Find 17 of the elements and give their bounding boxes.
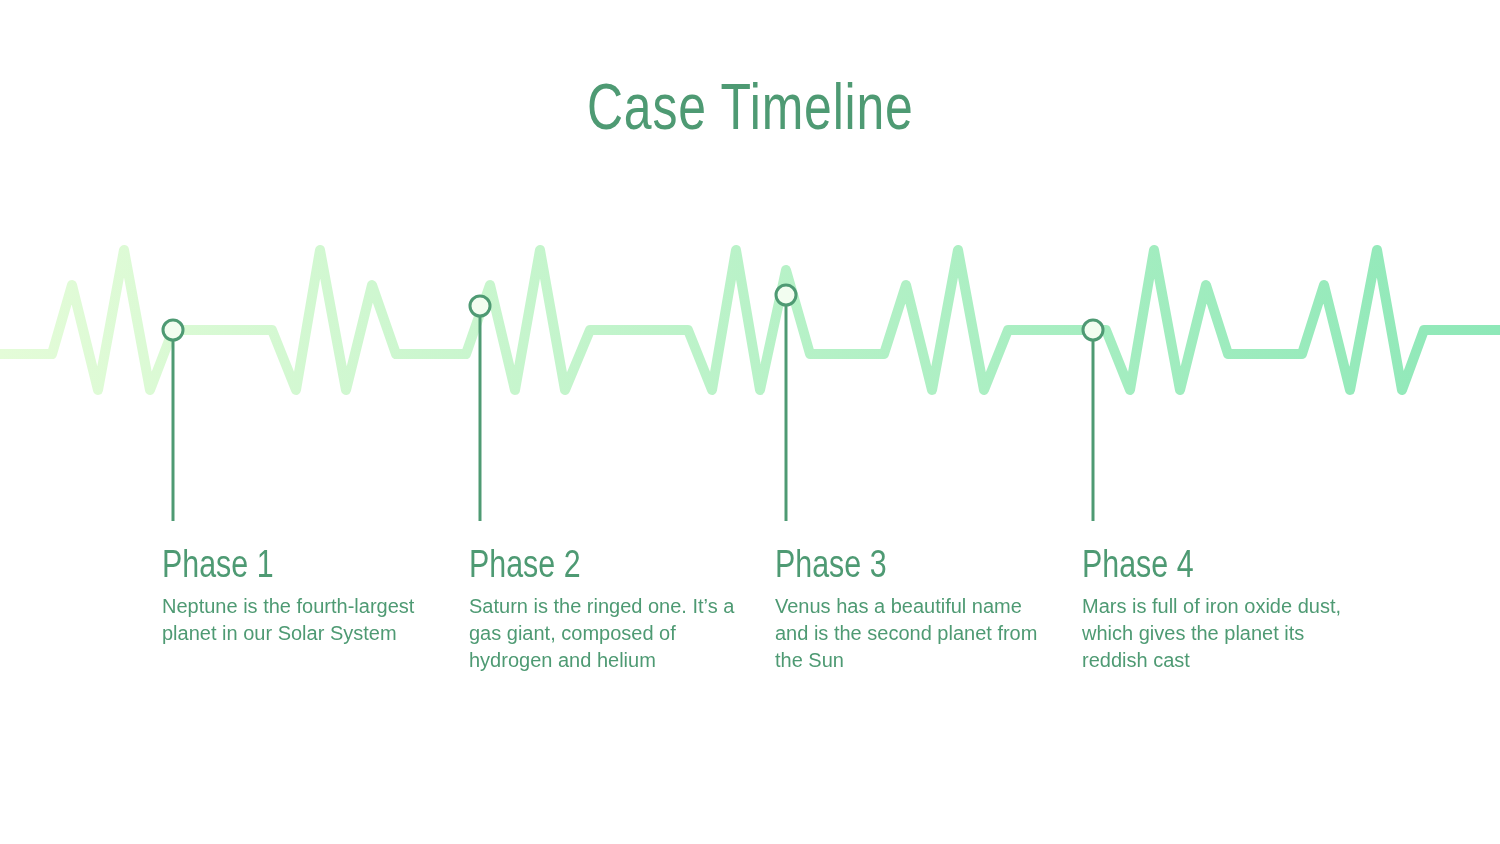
leader-line (1091, 340, 1095, 521)
phase-heading: Phase 3 (775, 542, 887, 587)
phase-description: Venus has a beautiful name and is the second planet from the Sun (775, 594, 1039, 673)
phase-description: Neptune is the fourth-largest planet in our Solar System (162, 594, 416, 646)
leader-line (171, 340, 175, 521)
phase-heading: Phase 1 (162, 542, 274, 587)
timeline-marker (1080, 317, 1106, 343)
leader-line (784, 305, 788, 521)
phase-description: Mars is full of iron oxide dust, which gives the planet its reddish cast (1082, 594, 1342, 673)
leader-line (478, 316, 482, 521)
phase-heading: Phase 2 (469, 542, 581, 587)
timeline-marker (773, 282, 799, 308)
phase-description: Saturn is the ringed one. It’s a gas giant, composed of hydrogen and helium (469, 594, 736, 673)
slide-title: Case Timeline (586, 70, 914, 144)
phase-heading: Phase 4 (1082, 542, 1194, 587)
timeline-marker (160, 317, 186, 343)
timeline-marker (467, 293, 493, 319)
